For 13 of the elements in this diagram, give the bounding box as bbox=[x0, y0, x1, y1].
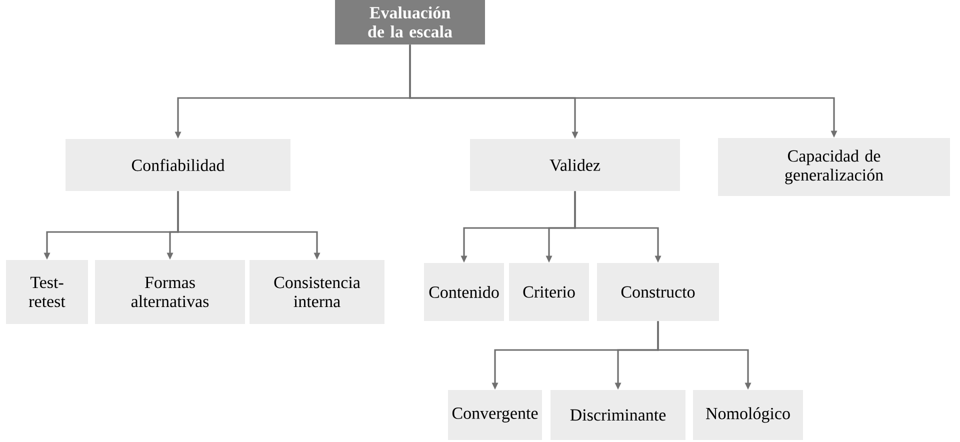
category-box: Convergente bbox=[448, 390, 542, 440]
category-box: Criterio bbox=[509, 263, 589, 321]
category-box: Capacidad de generalización bbox=[718, 138, 950, 196]
category-box: Confiabilidad bbox=[66, 139, 290, 191]
category-box: Formas alternativas bbox=[95, 260, 245, 324]
category-box: Test-retest bbox=[6, 260, 88, 324]
category-box: Constructo bbox=[597, 263, 719, 321]
category-box: Contenido bbox=[424, 263, 504, 321]
category-box: Validez bbox=[470, 139, 680, 191]
category-box: Nomológico bbox=[693, 390, 804, 440]
category-box: Discriminante bbox=[550, 390, 686, 440]
category-box: Consistencia interna bbox=[250, 260, 384, 324]
title-box: Evaluación de la escala bbox=[335, 0, 485, 44]
